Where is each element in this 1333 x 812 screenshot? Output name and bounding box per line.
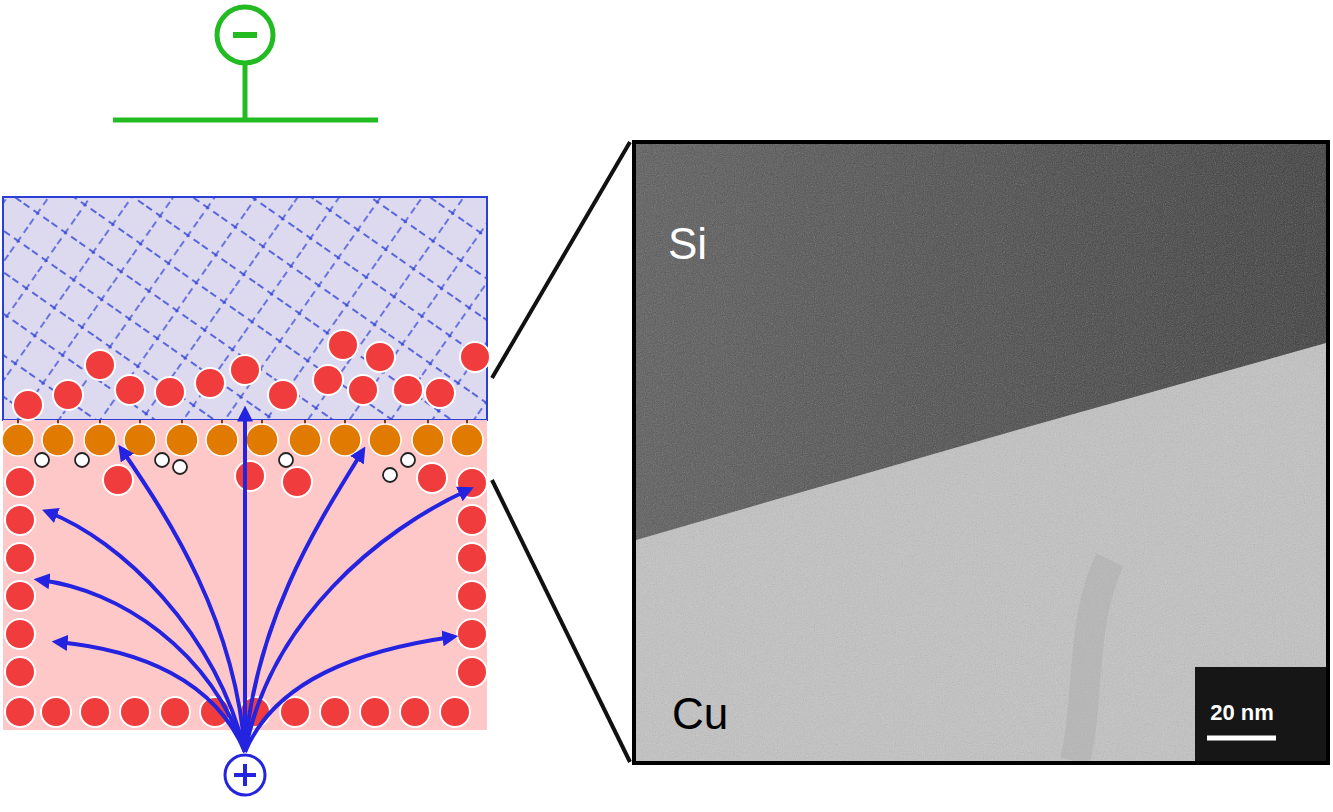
- field-arrows-part: [245, 637, 452, 752]
- vacancies-part: [279, 453, 293, 467]
- lithium-atoms-part: [460, 342, 490, 372]
- negative-electrode: [113, 7, 378, 120]
- interface-atoms-part-part: [166, 424, 198, 456]
- lithium-atoms-copper-part: [457, 657, 487, 687]
- zoom-lines-part: [492, 142, 630, 378]
- vacancies-part: [383, 468, 397, 482]
- tem-micrograph-part: [1075, 560, 1110, 761]
- vacancies-part: [35, 453, 49, 467]
- interface-atoms-part-part: [369, 424, 401, 456]
- positive-terminal: [225, 755, 265, 795]
- silicon-layer-part: [3, 197, 487, 420]
- lithium-atoms-copper-part: [417, 463, 447, 493]
- lithium-atoms-copper-part: [282, 467, 312, 497]
- interface-atoms-part-part: [84, 424, 116, 456]
- lithium-atoms-part: [155, 377, 185, 407]
- interface-atoms-part: [2, 424, 483, 456]
- region-label: Cu: [672, 692, 728, 736]
- lithium-atoms-copper-part: [457, 505, 487, 535]
- zoom-lines: [492, 142, 630, 762]
- lithium-atoms-part: [85, 350, 115, 380]
- interface-atoms: [2, 420, 483, 456]
- lithium-atoms-copper-part: [5, 581, 35, 611]
- image-frame: [634, 142, 1328, 763]
- field-arrows-part: [58, 642, 245, 752]
- interface-atoms-part-part: [2, 424, 34, 456]
- interface-atoms-part-part: [329, 424, 361, 456]
- tem-micrograph-part: [1195, 667, 1326, 761]
- lithium-atoms-copper-part: [235, 461, 265, 491]
- silicon-layer: [3, 197, 487, 420]
- tem-micrograph-part: [1207, 736, 1276, 741]
- tem-micrograph-part: [636, 144, 1326, 761]
- vacancies-part: [173, 460, 187, 474]
- lithium-atoms-part: [313, 365, 343, 395]
- lithium-atoms-copper-part: [457, 543, 487, 573]
- interface-atoms-part-part: [412, 424, 444, 456]
- negative-electrode-part: [233, 32, 257, 38]
- lithium-atoms-copper-part: [103, 465, 133, 495]
- positive-terminal-part: [243, 764, 247, 786]
- interface-atoms-part-part: [206, 424, 238, 456]
- lithium-atoms-part: [13, 390, 43, 420]
- lithium-atoms: [13, 330, 490, 420]
- lithium-atoms-part: [268, 380, 298, 410]
- scale-bar-label: 20 nm: [1210, 702, 1274, 724]
- negative-electrode-part: [243, 63, 248, 120]
- field-arrows-part: [48, 512, 245, 752]
- interface-atoms-part-part: [42, 424, 74, 456]
- field-arrows-part: [243, 412, 247, 752]
- lithium-atoms-copper-part: [5, 505, 35, 535]
- lithium-atoms-part: [393, 375, 423, 405]
- lithium-atoms-copper-part: [5, 657, 35, 687]
- lithium-atoms-copper-part: [41, 697, 71, 727]
- silicon-layer-part: [4, 198, 486, 419]
- interface-atoms-part-part: [451, 424, 483, 456]
- interface-atoms-part-part: [289, 424, 321, 456]
- interface-atoms-part-part: [246, 424, 278, 456]
- lithium-atoms-part: [53, 380, 83, 410]
- lithium-atoms-copper-part: [400, 697, 430, 727]
- positive-terminal-part: [225, 755, 265, 795]
- vacancies-part: [75, 453, 89, 467]
- tem-micrograph-part: [636, 144, 1326, 761]
- lithium-atoms-copper-part: [5, 619, 35, 649]
- negative-electrode-part: [113, 118, 378, 123]
- region-label: Si: [668, 222, 707, 266]
- lithium-atoms-copper-part: [360, 697, 390, 727]
- interface-atoms-part-part: [124, 424, 156, 456]
- lithium-atoms-copper-part: [320, 697, 350, 727]
- zoom-lines-part: [492, 480, 630, 762]
- lithium-atoms-copper-part: [80, 697, 110, 727]
- lithium-atoms-copper-part: [5, 467, 35, 497]
- lithium-atoms-copper-part: [440, 697, 470, 727]
- field-arrows-part: [40, 580, 245, 752]
- lithium-atoms-copper-part: [5, 543, 35, 573]
- lithium-atoms-part: [230, 355, 260, 385]
- vacancies-part: [155, 453, 169, 467]
- negative-electrode-part: [217, 7, 273, 63]
- lithium-atoms-part: [348, 375, 378, 405]
- lithium-atoms-copper-part: [5, 697, 35, 727]
- lithium-atoms-part: [115, 375, 145, 405]
- lithium-atoms-copper-part: [160, 697, 190, 727]
- tem-micrograph: [636, 144, 1326, 761]
- lithium-atoms-part: [195, 368, 225, 398]
- lithium-atoms-part: [425, 378, 455, 408]
- vacancies-part: [401, 453, 415, 467]
- lithium-atoms-copper-part: [457, 581, 487, 611]
- lithium-atoms-copper-part: [120, 697, 150, 727]
- lithium-atoms-copper-part: [280, 697, 310, 727]
- field-arrows-part: [245, 452, 362, 752]
- lithium-atoms-part: [328, 330, 358, 360]
- lithium-atoms-copper-part: [457, 619, 487, 649]
- interface-atoms-part: [18, 420, 467, 430]
- field-arrows: [40, 412, 468, 752]
- field-arrows-part: [245, 490, 468, 752]
- lithium-atoms-part: [365, 342, 395, 372]
